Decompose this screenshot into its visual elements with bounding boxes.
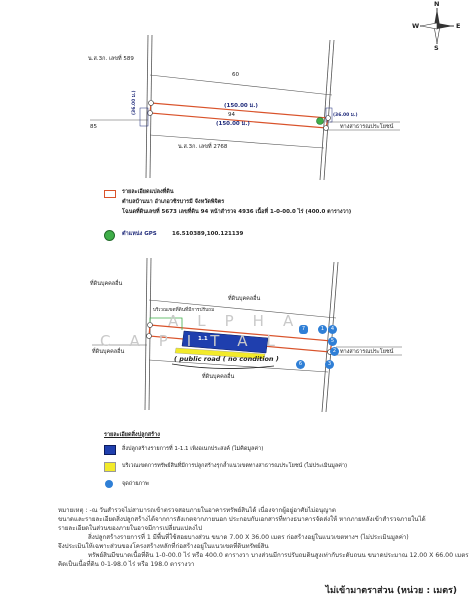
map1-label-nsk-bottom: น.ส.3ก. เลขที่ 2768 (178, 144, 228, 150)
map1-plot-top: 60 (232, 72, 239, 78)
compass-rose: N S W E (412, 0, 462, 52)
map2-legend: รายละเอียดสิ่งปลูกสร้าง สิ่งปลูกสร้างราย… (104, 432, 444, 492)
map1-dim-bottom: (150.00 ม.) (216, 121, 250, 127)
map1-legend-line2: ตำบลบ้านนา อำเภอวชิรบารมี จังหวัดพิจิตร (122, 199, 225, 205)
note-line-7: คิดเป็นเนื้อที่ดิน 0-1-98.0 ไร่ หรือ 198… (58, 561, 195, 568)
map1-legend-swatch (104, 190, 116, 198)
map1-gps-value: 16.510389,100.121139 (172, 231, 244, 237)
map2-legend-swatch-encroach (104, 462, 116, 472)
compass-west: W (412, 22, 420, 30)
note-line-3: รายละเอียดในส่วนของภายในอาจมีการเปลี่ยนแ… (58, 525, 203, 532)
scale-note: ไม่เข้ามาตราส่วน (หน่วย : เมตร) (325, 586, 457, 596)
compass-north: N (434, 0, 440, 8)
map2-legend-title: รายละเอียดสิ่งปลูกสร้าง (104, 432, 160, 438)
photo-point-6: 6 (296, 360, 305, 369)
compass-rose-graphic (420, 8, 454, 44)
map2-label-mid-top: ที่ดินบุคคลอื่น (228, 296, 261, 302)
map2-legend-swatch-building (104, 445, 116, 455)
map1-legend-line3: โฉนดที่ดินเลขที่ 5673 เลขที่ดิน 94 หน้าส… (122, 209, 352, 215)
photo-point-5: 5 (328, 337, 337, 346)
watermark-alpha: ALPHA (168, 312, 313, 330)
map2-label-left-top: ที่ดินบุคคลอื่น (90, 281, 123, 287)
map1-label-nsk-top: น.ส.3ก. เลขที่ 589 (88, 56, 134, 62)
photo-point-3: 3 (325, 360, 334, 369)
map1-road-label: ทางสาธารณประโยชน์ (340, 124, 394, 130)
map2-road-label: ทางสาธารณประโยชน์ (340, 349, 394, 355)
map2-legend-item3: จุดถ่ายภาพ (122, 481, 149, 487)
note-line-1: หมายเหตุ : -ณ วันสำรวจไม่สามารถเข้าตรวจส… (58, 507, 336, 514)
photo-point-4: 4 (328, 325, 337, 334)
gps-icon (104, 230, 115, 241)
map1-dim-right: (36.00 ม.) (333, 113, 358, 118)
note-line-5: จึงประเมินให้เฉพาะส่วนของโครงสร้างหลักที… (58, 543, 269, 550)
map2-building-label: 1.1 (198, 336, 208, 342)
map2-legend-item2: บริเวณเขตการทรัพย์สินที่มีการปลูกสร้างรุ… (122, 463, 348, 469)
photo-point-2: 2 (330, 347, 339, 356)
camera-icon (105, 480, 113, 488)
compass-south: S (434, 44, 439, 52)
photo-point-1: 1 (318, 325, 327, 334)
map2-handwritten-note: ( public road ( no condition ) (174, 355, 279, 363)
notes-block: หมายเหตุ : -ณ วันสำรวจไม่สามารถเข้าตรวจส… (58, 506, 469, 598)
note-line-6: ทรัพย์สินมีขนาดเนื้อที่ดิน 1-0-00.0 ไร่ … (88, 552, 469, 559)
map2-label-boundary-note: บริเวณเขตที่ดินที่มีการปรับถม (153, 308, 215, 313)
watermark-capital: CAPITAL (100, 332, 294, 350)
map1-gps-label: ตำแหน่ง GPS (122, 231, 157, 237)
note-line-4: สิ่งปลูกสร้างรายการที่ 1 มีพื้นที่ใช้สอย… (88, 534, 409, 541)
map1-legend-title: รายละเอียดแปลงที่ดิน (122, 189, 174, 195)
map2-legend-item1: สิ่งปลูกสร้างรายการที่ 1-1.1 เพิงอเนกประ… (122, 446, 264, 452)
photo-point-7: 7 (299, 325, 308, 334)
compass-east: E (456, 22, 461, 30)
map1-dim-top: (150.00 ม.) (224, 103, 258, 109)
map2-label-left-bottom: ที่ดินบุคคลอื่น (92, 349, 125, 355)
map1-legend: รายละเอียดแปลงที่ดิน ตำบลบ้านนา อำเภอวชิ… (104, 188, 424, 243)
note-line-2: ขนาดและรายละเอียดสิ่งปลูกสร้างได้จากการส… (58, 516, 426, 523)
map1-plot-main: 94 (228, 112, 235, 118)
map2-label-bottom: ที่ดินบุคคลอื่น (202, 374, 235, 380)
map1-plot-left: 85 (90, 124, 97, 130)
